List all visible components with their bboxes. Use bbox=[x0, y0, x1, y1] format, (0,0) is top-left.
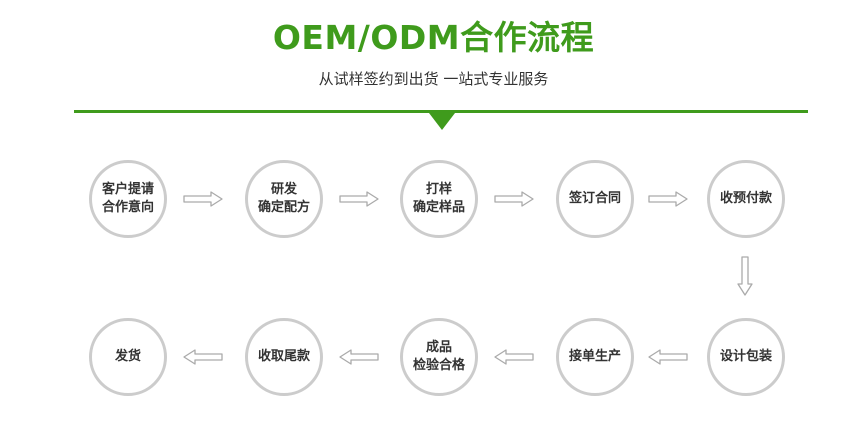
page-title: OEM/ODM合作流程 bbox=[272, 18, 595, 57]
step-prepayment: 收预付款 bbox=[707, 160, 785, 238]
step-label: 设计包装 bbox=[719, 349, 772, 364]
left-arrow-icon bbox=[494, 349, 534, 365]
left-arrow-icon bbox=[339, 349, 379, 365]
step-label: 签订合同 bbox=[568, 191, 621, 206]
step-package-design: 设计包装 bbox=[707, 318, 785, 396]
step-rd-formula: 研发 确定配方 bbox=[245, 160, 323, 238]
step-label: 成品 检验合格 bbox=[412, 340, 465, 373]
step-label: 收预付款 bbox=[719, 191, 772, 206]
step-sampling: 打样 确定样品 bbox=[400, 160, 478, 238]
step-shipping: 发货 bbox=[89, 318, 167, 396]
right-arrow-icon bbox=[494, 191, 534, 207]
step-sign-contract: 签订合同 bbox=[556, 160, 634, 238]
title-divider bbox=[74, 110, 808, 113]
left-arrow-icon bbox=[183, 349, 223, 365]
left-arrow-icon bbox=[648, 349, 688, 365]
step-label: 研发 确定配方 bbox=[257, 182, 310, 215]
right-arrow-icon bbox=[648, 191, 688, 207]
step-label: 发货 bbox=[114, 349, 141, 364]
step-label: 打样 确定样品 bbox=[412, 182, 465, 215]
step-label: 收取尾款 bbox=[257, 349, 310, 364]
down-arrow-icon bbox=[737, 256, 753, 296]
step-production: 接单生产 bbox=[556, 318, 634, 396]
step-label: 接单生产 bbox=[568, 349, 621, 364]
step-final-payment: 收取尾款 bbox=[245, 318, 323, 396]
page-subtitle: 从试样签约到出货 一站式专业服务 bbox=[318, 70, 549, 88]
step-label: 客户提请 合作意向 bbox=[101, 182, 154, 215]
step-quality-check: 成品 检验合格 bbox=[400, 318, 478, 396]
right-arrow-icon bbox=[183, 191, 223, 207]
divider-notch-icon bbox=[429, 113, 455, 130]
right-arrow-icon bbox=[339, 191, 379, 207]
step-customer-intent: 客户提请 合作意向 bbox=[89, 160, 167, 238]
